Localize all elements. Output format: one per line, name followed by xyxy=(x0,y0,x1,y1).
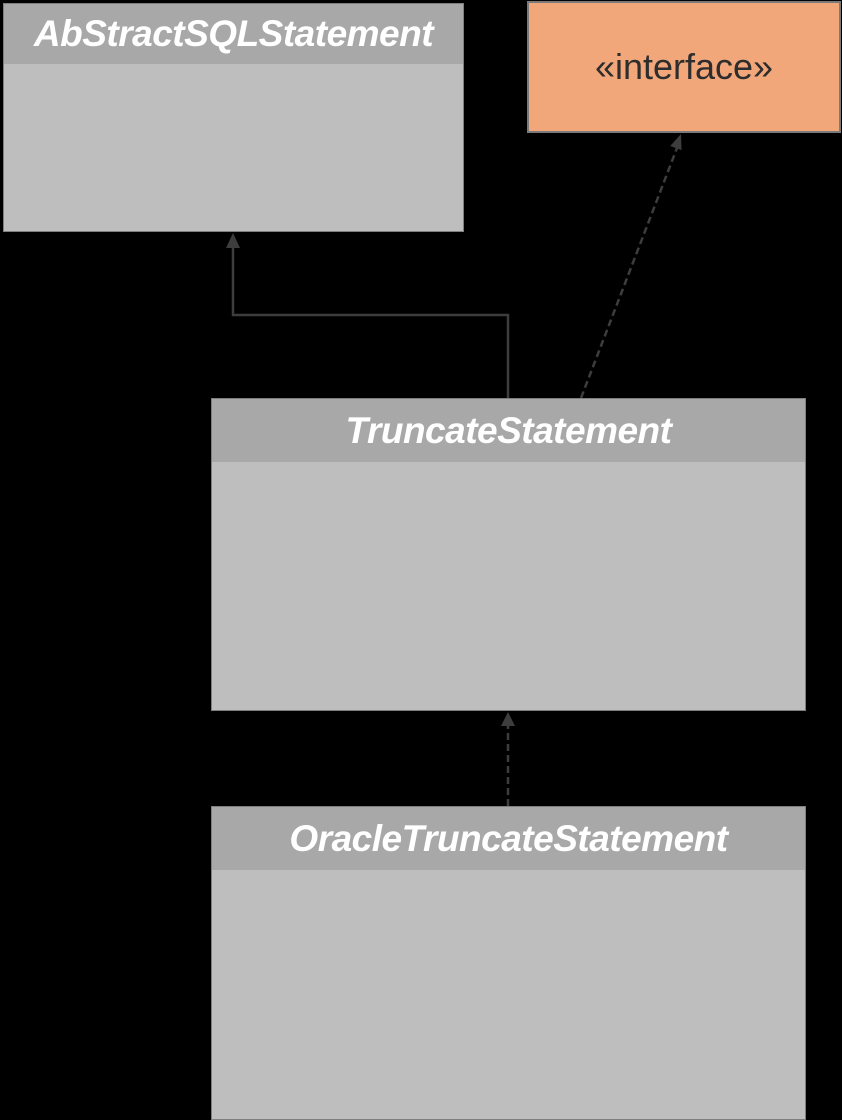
interface-node: «interface» xyxy=(527,1,841,133)
class-node-abstractsqlstatement: AbStractSQLStatement xyxy=(3,3,464,232)
class-node-truncatestatement: TruncateStatement xyxy=(211,398,806,711)
class-header: OracleTruncateStatement xyxy=(212,807,805,870)
generalization-connector-line xyxy=(231,247,510,398)
class-node-oracletruncatestatement: OracleTruncateStatement xyxy=(211,806,806,1120)
class-body-compartment xyxy=(212,870,805,1119)
realization-interface-connector-line xyxy=(579,147,679,399)
class-title: TruncateStatement xyxy=(345,409,672,451)
class-title: AbStractSQLStatement xyxy=(33,13,434,54)
generalization-arrowhead xyxy=(226,233,240,248)
interface-stereotype-label: «interface» xyxy=(594,46,774,87)
realization-interface-arrowhead xyxy=(670,134,682,151)
class-title: OracleTruncateStatement xyxy=(289,817,728,859)
class-header: TruncateStatement xyxy=(212,399,805,462)
class-body-compartment xyxy=(4,64,463,231)
realization-oracle-arrowhead xyxy=(501,712,515,726)
class-body-compartment xyxy=(212,462,805,710)
class-header: AbStractSQLStatement xyxy=(4,4,463,64)
